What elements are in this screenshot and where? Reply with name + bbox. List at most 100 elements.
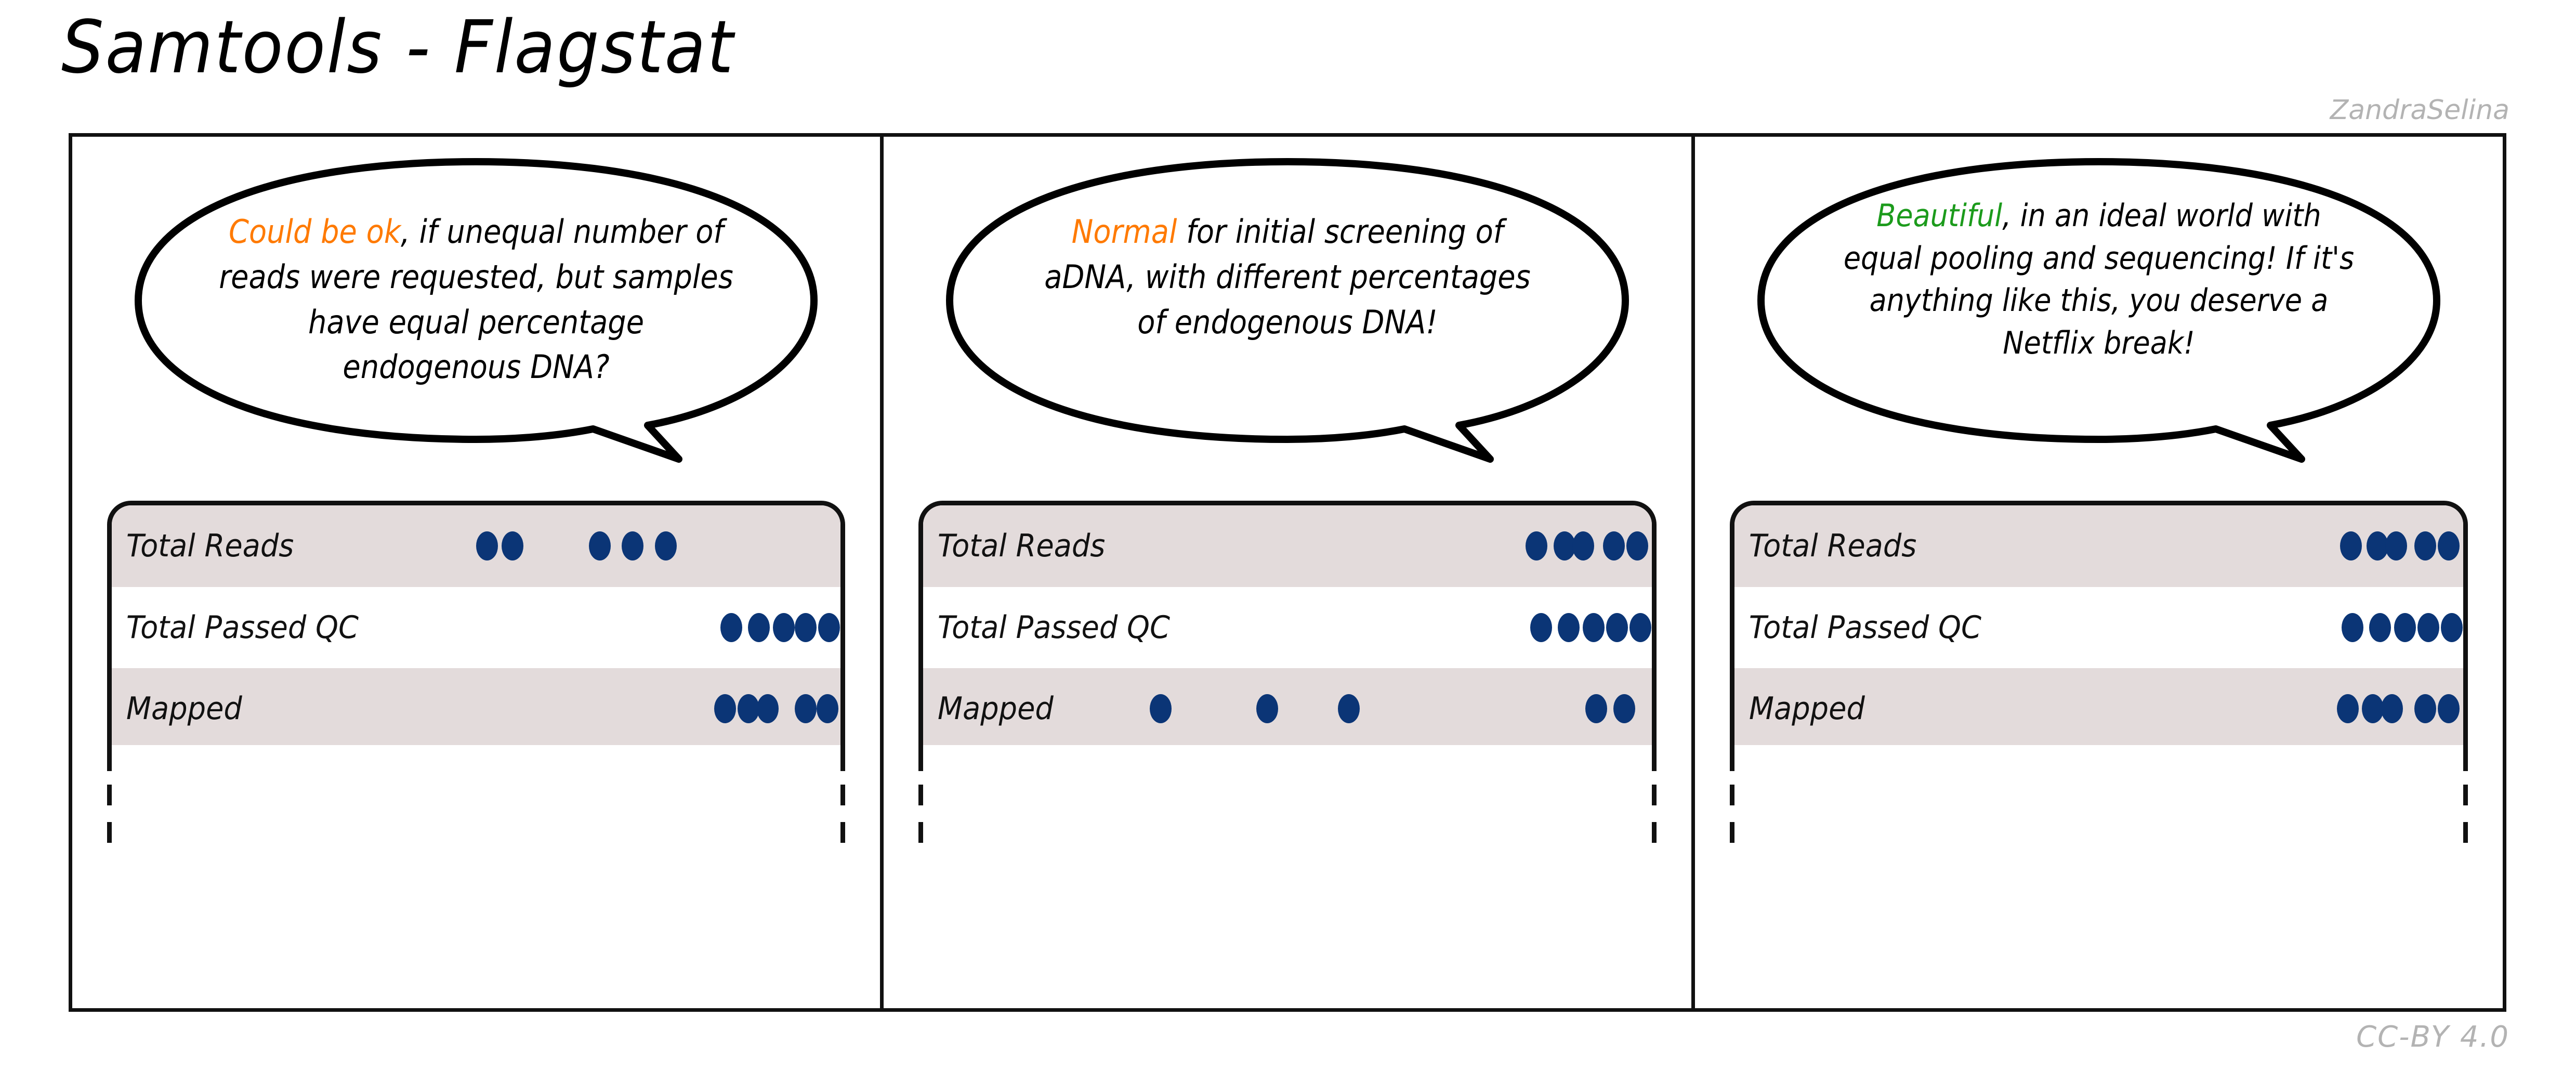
table-row[interactable]: Total Reads [923, 505, 1652, 587]
sample-dot[interactable] [1582, 612, 1605, 642]
comic-panel-2: Normal for initial screening of aDNA, wi… [880, 137, 1691, 1008]
flagstat-table-3: Total Reads Total Passed QC Mapped [1730, 501, 2468, 843]
sample-dot[interactable] [1613, 694, 1635, 724]
row-label-total-reads: Total Reads [937, 528, 1106, 565]
sample-dot[interactable] [2366, 531, 2388, 561]
sample-dot[interactable] [756, 694, 779, 724]
sample-dot[interactable] [654, 531, 677, 561]
sample-dot[interactable] [2440, 612, 2463, 642]
table-row[interactable]: Total Passed QC [923, 586, 1652, 669]
bubble-2-rest: for initial screening of aDNA, with diff… [1044, 213, 1531, 341]
speech-bubble-2: Normal for initial screening of aDNA, wi… [934, 152, 1641, 463]
row-label-total-passed-qc: Total Passed QC [937, 609, 1170, 646]
row-label-total-passed-qc: Total Passed QC [126, 609, 359, 646]
speech-bubble-1-text: Could be ok, if unequal number of reads … [158, 210, 794, 390]
sample-dot[interactable] [2337, 694, 2359, 724]
sample-dot[interactable] [738, 694, 760, 724]
bubble-1-rest: , if unequal number of reads were reques… [219, 213, 733, 386]
bubble-3-rest: , in an ideal world with equal pooling a… [1843, 198, 2355, 361]
flagstat-table-1-body: Total Reads Total Passed QC Mapped [107, 501, 845, 745]
comic-panel-3: Beautiful, in an ideal world with equal … [1691, 137, 2503, 1008]
dot-track-total-passed-qc [923, 587, 1652, 669]
speech-bubble-outline-icon [946, 158, 1629, 463]
table-row[interactable]: Total Reads [112, 505, 840, 587]
row-label-mapped: Mapped [126, 690, 242, 727]
sample-dot[interactable] [1606, 612, 1628, 642]
dot-track-total-passed-qc [112, 587, 840, 669]
sample-dot[interactable] [476, 531, 498, 561]
sample-dot[interactable] [1530, 612, 1552, 642]
sample-dot[interactable] [1603, 531, 1625, 561]
sample-dot[interactable] [720, 612, 742, 642]
table-row[interactable]: Total Passed QC [1734, 586, 2463, 669]
sample-dot[interactable] [1626, 531, 1648, 561]
sample-dot[interactable] [794, 694, 817, 724]
sample-dot[interactable] [1629, 612, 1651, 642]
speech-bubble-outline-icon [135, 158, 818, 463]
sample-dot[interactable] [714, 694, 737, 724]
row-label-total-passed-qc: Total Passed QC [1749, 609, 1981, 646]
bubble-1-highlight: Could be ok [228, 213, 401, 251]
sample-dot[interactable] [2362, 694, 2384, 724]
sample-dot[interactable] [622, 531, 644, 561]
table-row[interactable]: Mapped [1734, 668, 2463, 745]
dot-track-total-reads [1734, 505, 2463, 587]
sample-dot[interactable] [2394, 612, 2416, 642]
row-label-mapped: Mapped [937, 690, 1054, 727]
sample-dot[interactable] [2437, 531, 2460, 561]
dot-track-total-passed-qc [1734, 587, 2463, 669]
comic-frame: Could be ok, if unequal number of reads … [69, 133, 2506, 1012]
sample-dot[interactable] [1553, 531, 1575, 561]
flagstat-table-2-body: Total Reads Total Passed QC Mapped [918, 501, 1657, 745]
row-label-mapped: Mapped [1749, 690, 1865, 727]
table-row[interactable]: Total Reads [1734, 505, 2463, 587]
sample-dot[interactable] [502, 531, 524, 561]
speech-bubble-3-text: Beautiful, in an ideal world with equal … [1781, 195, 2417, 364]
flagstat-table-1: Total Reads Total Passed QC Mapped [107, 501, 845, 843]
row-label-total-reads: Total Reads [126, 528, 294, 565]
sample-dot[interactable] [772, 612, 795, 642]
dot-track-total-reads [112, 505, 840, 587]
sample-dot[interactable] [1526, 531, 1548, 561]
table-row[interactable]: Total Passed QC [112, 586, 840, 669]
page-title: Samtools - Flagstat [61, 5, 735, 90]
sample-dot[interactable] [2417, 612, 2439, 642]
author-credit: ZandraSelina [2330, 95, 2509, 126]
speech-bubble-1: Could be ok, if unequal number of reads … [123, 152, 830, 463]
sample-dot[interactable] [2437, 694, 2460, 724]
speech-bubble-outline-icon [1757, 158, 2440, 463]
table-row[interactable]: Mapped [112, 668, 840, 745]
sample-dot[interactable] [747, 612, 770, 642]
sample-dot[interactable] [2414, 531, 2437, 561]
table-row[interactable]: Mapped [923, 668, 1652, 745]
sample-dot[interactable] [2381, 694, 2403, 724]
sample-dot[interactable] [1256, 694, 1278, 724]
sample-dot[interactable] [2385, 531, 2408, 561]
speech-bubble-3: Beautiful, in an ideal world with equal … [1745, 152, 2452, 463]
sample-dot[interactable] [1585, 694, 1608, 724]
sample-dot[interactable] [1337, 694, 1360, 724]
sample-dot[interactable] [1150, 694, 1172, 724]
speech-bubble-2-text: Normal for initial screening of aDNA, wi… [969, 210, 1606, 345]
sample-dot[interactable] [2414, 694, 2437, 724]
dot-track-mapped [1734, 668, 2463, 745]
row-label-total-reads: Total Reads [1749, 528, 1917, 565]
dot-track-total-reads [923, 505, 1652, 587]
bubble-2-highlight: Normal [1071, 213, 1177, 251]
bubble-3-highlight: Beautiful [1876, 198, 2003, 234]
flagstat-table-2: Total Reads Total Passed QC Mapped [918, 501, 1657, 843]
dot-track-mapped [112, 668, 840, 745]
sample-dot[interactable] [816, 694, 838, 724]
comic-panel-1: Could be ok, if unequal number of reads … [72, 137, 880, 1008]
sample-dot[interactable] [794, 612, 817, 642]
sample-dot[interactable] [2369, 612, 2391, 642]
licence-credit: CC-BY 4.0 [2356, 1020, 2509, 1054]
sample-dot[interactable] [2341, 612, 2363, 642]
sample-dot[interactable] [1572, 531, 1595, 561]
sample-dot[interactable] [2340, 531, 2362, 561]
dot-track-mapped [923, 668, 1652, 745]
flagstat-table-3-body: Total Reads Total Passed QC Mapped [1730, 501, 2468, 745]
sample-dot[interactable] [1558, 612, 1580, 642]
sample-dot[interactable] [589, 531, 611, 561]
sample-dot[interactable] [818, 612, 840, 642]
